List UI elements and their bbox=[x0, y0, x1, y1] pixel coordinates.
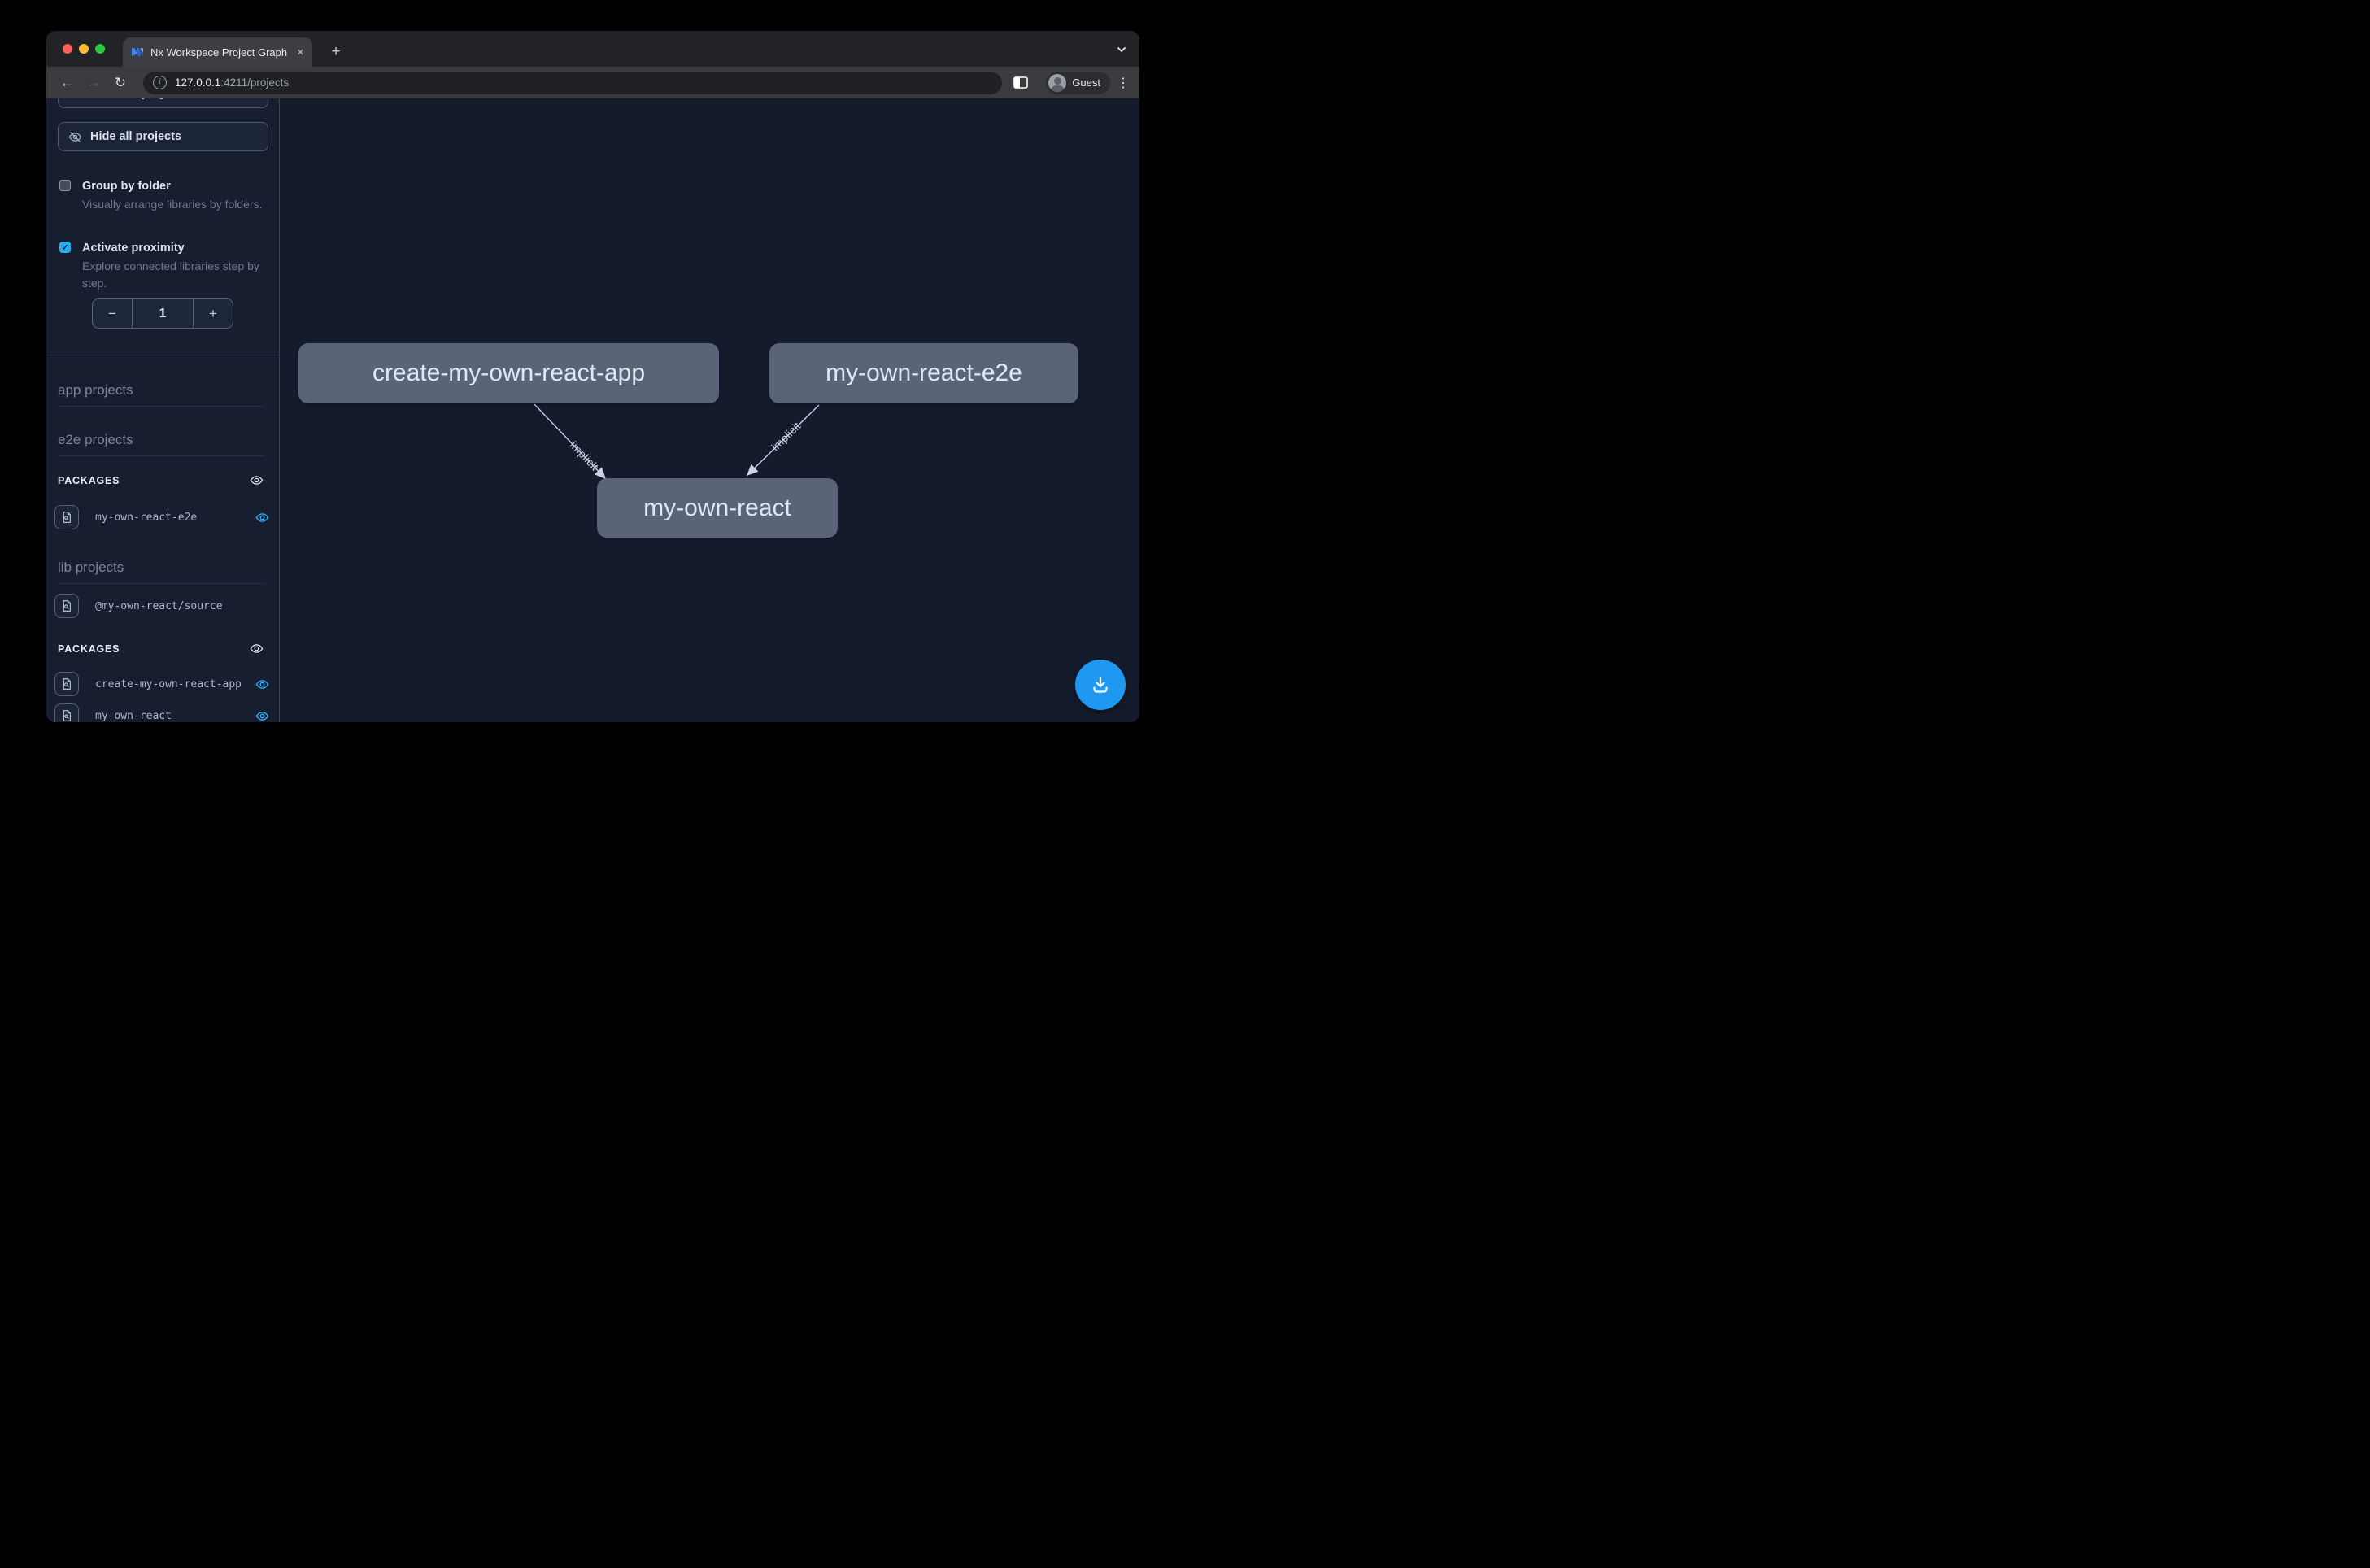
group-by-folder-row: Group by folder Visually arrange librari… bbox=[59, 178, 272, 213]
tab-bar: Nx Workspace Project Graph ✕ + bbox=[46, 31, 1139, 67]
close-window-button[interactable] bbox=[63, 44, 72, 54]
edge-label-implicit: implicit bbox=[568, 439, 601, 473]
activate-proximity-checkbox[interactable]: ✓ bbox=[59, 242, 71, 253]
group-by-folder-checkbox[interactable] bbox=[59, 180, 71, 191]
project-item-my-own-react[interactable]: my-own-react bbox=[54, 703, 269, 723]
file-search-icon bbox=[54, 703, 79, 722]
sidebar: Show all projects Hide all projects Grou… bbox=[46, 98, 280, 722]
activate-proximity-row: ✓ Activate proximity Explore connected l… bbox=[59, 240, 272, 291]
url-host: 127.0.0.1 bbox=[175, 76, 221, 89]
tab-search-chevron-icon[interactable] bbox=[1115, 43, 1128, 56]
file-search-icon bbox=[54, 505, 79, 529]
eye-off-icon bbox=[68, 131, 82, 142]
project-graph-canvas[interactable]: implicit implicit create-my-own-react-ap… bbox=[280, 98, 1139, 722]
file-search-icon bbox=[54, 672, 79, 696]
tab-nx-workspace-project-graph[interactable]: Nx Workspace Project Graph ✕ bbox=[123, 37, 312, 67]
url-text: 127.0.0.1:4211/projects bbox=[175, 76, 289, 89]
avatar-icon bbox=[1048, 73, 1067, 92]
minimize-window-button[interactable] bbox=[79, 44, 89, 54]
eye-icon bbox=[68, 98, 82, 101]
packages-e2e-toggle-eye-icon[interactable] bbox=[250, 473, 264, 487]
activate-proximity-label[interactable]: Activate proximity bbox=[82, 242, 185, 255]
graph-node-my-own-react[interactable]: my-own-react bbox=[597, 478, 838, 538]
profile-button[interactable]: Guest bbox=[1046, 71, 1110, 94]
site-info-icon[interactable]: i bbox=[153, 76, 167, 89]
hide-all-projects-label: Hide all projects bbox=[90, 130, 182, 143]
lib-projects-header: lib projects bbox=[58, 560, 264, 584]
project-item-my-own-react-e2e[interactable]: my-own-react-e2e bbox=[54, 505, 269, 529]
project-name: my-own-react bbox=[95, 709, 172, 722]
url-path: :4211/projects bbox=[220, 76, 290, 89]
group-by-folder-description: Visually arrange libraries by folders. bbox=[82, 198, 263, 211]
e2e-projects-header: e2e projects bbox=[58, 432, 264, 456]
show-all-projects-button[interactable]: Show all projects bbox=[58, 98, 268, 108]
file-search-icon bbox=[54, 594, 79, 618]
profile-label: Guest bbox=[1072, 76, 1100, 89]
close-tab-icon[interactable]: ✕ bbox=[296, 47, 304, 58]
proximity-stepper: − 1 + bbox=[92, 298, 233, 329]
proximity-value[interactable]: 1 bbox=[132, 299, 194, 328]
project-visibility-eye-icon[interactable] bbox=[255, 511, 269, 525]
group-by-folder-label[interactable]: Group by folder bbox=[82, 180, 171, 193]
graph-node-create-my-own-react-app[interactable]: create-my-own-react-app bbox=[298, 343, 719, 403]
hide-all-projects-button[interactable]: Hide all projects bbox=[58, 122, 268, 151]
download-icon bbox=[1093, 677, 1108, 693]
project-visibility-eye-icon[interactable] bbox=[255, 677, 269, 691]
project-name: my-own-react-e2e bbox=[95, 511, 198, 524]
forward-button[interactable]: → bbox=[86, 74, 101, 90]
new-tab-button[interactable]: + bbox=[331, 43, 341, 60]
back-button[interactable]: ← bbox=[59, 74, 74, 90]
project-visibility-eye-icon[interactable] bbox=[255, 709, 269, 723]
app-content: Show all projects Hide all projects Grou… bbox=[46, 98, 1139, 722]
nx-favicon-icon bbox=[132, 48, 143, 56]
dependency-edges: implicit implicit bbox=[534, 403, 820, 480]
browser-window: Nx Workspace Project Graph ✕ + ← → ↻ i 1… bbox=[46, 31, 1139, 722]
side-panel-icon[interactable] bbox=[1013, 76, 1029, 89]
download-graph-button[interactable] bbox=[1075, 660, 1126, 710]
project-item-my-own-react-source[interactable]: @my-own-react/source bbox=[54, 594, 269, 618]
browser-toolbar: ← → ↻ i 127.0.0.1:4211/projects Guest ⋮ bbox=[46, 67, 1139, 98]
show-all-projects-label: Show all projects bbox=[90, 98, 187, 100]
graph-node-my-own-react-e2e[interactable]: my-own-react-e2e bbox=[769, 343, 1078, 403]
proximity-increment-button[interactable]: + bbox=[209, 305, 217, 321]
project-name: @my-own-react/source bbox=[95, 599, 223, 612]
edge-e2e-to-my-own-react[interactable] bbox=[746, 404, 820, 476]
proximity-decrement-button[interactable]: − bbox=[108, 305, 116, 321]
browser-menu-button[interactable]: ⋮ bbox=[1117, 76, 1130, 90]
packages-header-e2e: PACKAGES bbox=[58, 475, 120, 486]
app-projects-header: app projects bbox=[58, 382, 264, 407]
tab-title: Nx Workspace Project Graph bbox=[150, 46, 288, 59]
activate-proximity-description: Explore connected libraries step by step… bbox=[82, 259, 259, 290]
project-name: create-my-own-react-app bbox=[95, 677, 242, 690]
edge-create-app-to-my-own-react[interactable] bbox=[534, 403, 606, 480]
edge-label-implicit: implicit bbox=[769, 420, 804, 453]
project-item-create-my-own-react-app[interactable]: create-my-own-react-app bbox=[54, 672, 269, 696]
reload-button[interactable]: ↻ bbox=[114, 74, 127, 90]
fullscreen-window-button[interactable] bbox=[95, 44, 105, 54]
packages-header-lib: PACKAGES bbox=[58, 643, 120, 655]
address-bar[interactable]: i 127.0.0.1:4211/projects bbox=[143, 71, 1003, 94]
packages-lib-toggle-eye-icon[interactable] bbox=[250, 642, 264, 656]
